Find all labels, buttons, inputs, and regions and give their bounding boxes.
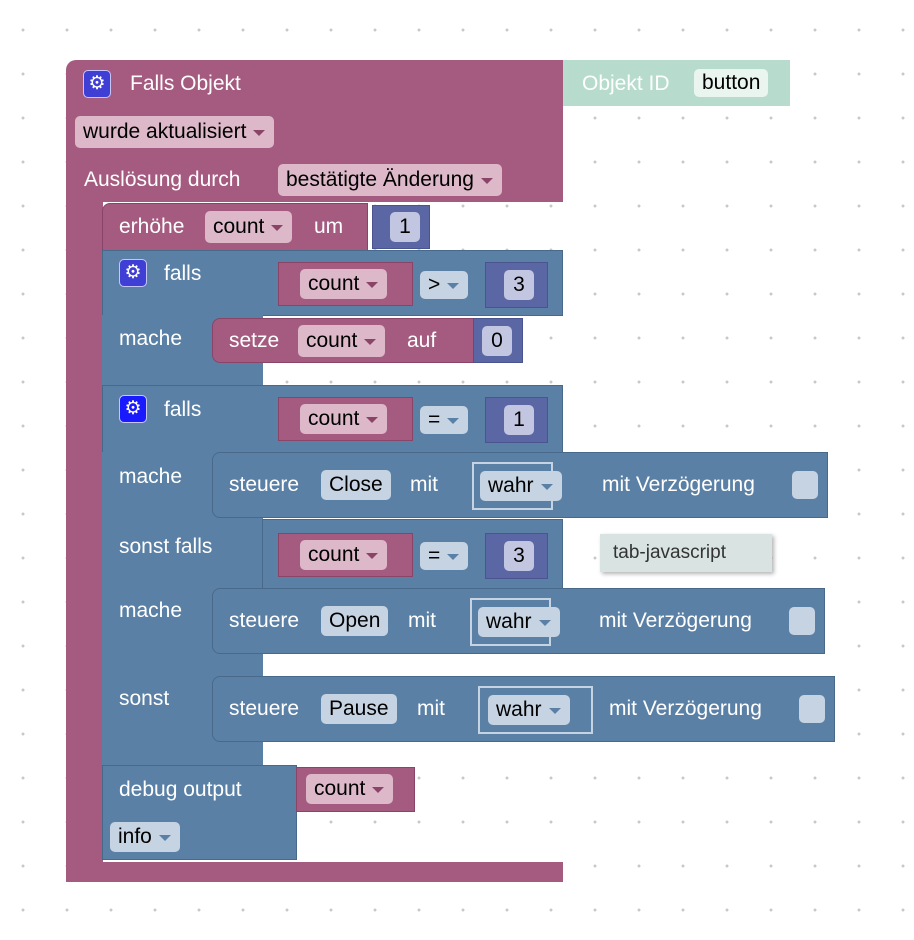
number-block[interactable] <box>485 262 548 308</box>
value-slot <box>478 686 593 734</box>
with-label: mit <box>417 697 445 720</box>
number-field[interactable]: 3 <box>504 541 534 571</box>
number-field[interactable]: 1 <box>390 212 420 242</box>
number-field[interactable]: 1 <box>504 405 534 435</box>
variable-dropdown[interactable]: count <box>300 269 388 299</box>
control-label: steuere <box>229 609 300 632</box>
debug-label: debug output <box>119 778 242 801</box>
else-label: sonst <box>119 687 170 710</box>
event-block-footer <box>66 862 563 882</box>
object-id-label: Objekt ID <box>582 72 670 95</box>
set-to-label: auf <box>407 329 437 352</box>
object-id-value[interactable]: button <box>694 69 769 97</box>
value-dropdown[interactable]: wahr <box>480 471 562 501</box>
value-dropdown[interactable]: wahr <box>478 607 560 637</box>
number-field[interactable]: 0 <box>482 326 512 356</box>
increment-by-label: um <box>314 215 344 238</box>
ack-dropdown[interactable]: bestätigte Änderung <box>278 164 502 196</box>
with-label: mit <box>408 609 436 632</box>
delay-label: mit Verzögerung <box>599 609 752 632</box>
operator-dropdown[interactable]: > <box>420 271 469 299</box>
delay-checkbox[interactable] <box>789 607 815 635</box>
operator-dropdown[interactable]: = <box>420 406 469 434</box>
control-target[interactable]: Close <box>321 470 391 500</box>
with-label: mit <box>410 473 438 496</box>
gear-icon[interactable]: ⚙ <box>119 395 147 423</box>
set-label: setze <box>229 329 280 352</box>
if-label: falls <box>164 262 202 285</box>
control-target[interactable]: Pause <box>321 694 397 724</box>
do-label: mache <box>119 599 183 622</box>
log-level-dropdown[interactable]: info <box>110 822 180 852</box>
gear-icon[interactable]: ⚙ <box>119 259 147 287</box>
do-label: mache <box>119 465 183 488</box>
value-dropdown[interactable]: wahr <box>488 695 570 725</box>
ack-label: Auslösung durch <box>84 168 241 191</box>
gear-icon[interactable]: ⚙ <box>83 70 111 98</box>
operator-dropdown[interactable]: = <box>420 542 469 570</box>
delay-checkbox[interactable] <box>799 695 825 723</box>
increment-var-dropdown[interactable]: count <box>205 211 293 243</box>
delay-label: mit Verzögerung <box>609 697 762 720</box>
event-block-spine <box>66 200 103 882</box>
set-var-dropdown[interactable]: count <box>298 325 386 357</box>
number-field[interactable]: 3 <box>504 270 534 300</box>
tooltip: tab-javascript <box>600 534 772 572</box>
if-label: falls <box>164 398 202 421</box>
event-title: Falls Objekt <box>130 72 241 95</box>
variable-dropdown[interactable]: count <box>306 774 394 804</box>
control-target[interactable]: Open <box>321 606 389 636</box>
variable-dropdown[interactable]: count <box>300 540 388 570</box>
do-label: mache <box>119 327 183 350</box>
variable-dropdown[interactable]: count <box>300 404 388 434</box>
control-label: steuere <box>229 473 300 496</box>
trigger-dropdown[interactable]: wurde aktualisiert <box>75 116 275 148</box>
delay-label: mit Verzögerung <box>602 473 755 496</box>
elseif-label: sonst falls <box>119 535 213 558</box>
increment-label: erhöhe <box>119 215 185 238</box>
control-label: steuere <box>229 697 300 720</box>
delay-checkbox[interactable] <box>792 471 818 499</box>
